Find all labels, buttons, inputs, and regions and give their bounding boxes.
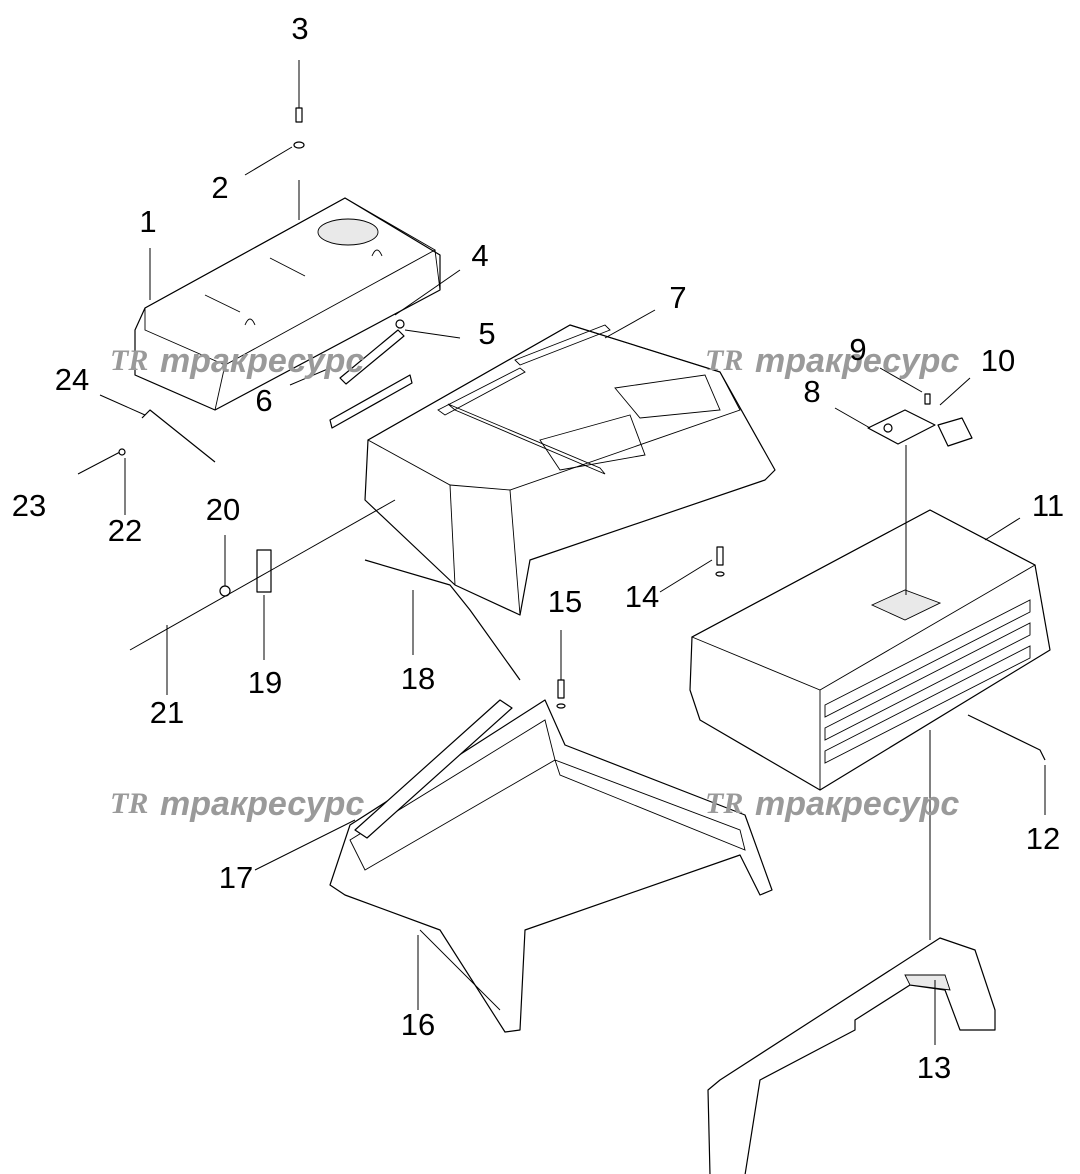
part-12-rod xyxy=(967,714,1046,761)
watermark-logo: TR xyxy=(110,787,148,820)
watermark-1: TR тракресурс xyxy=(110,342,364,380)
watermark-text: тракресурс xyxy=(755,342,959,380)
callout-20: 20 xyxy=(206,492,240,527)
callout-8: 8 xyxy=(803,374,820,409)
callout-5: 5 xyxy=(478,316,495,351)
watermark-2: TR тракресурс xyxy=(705,342,959,380)
callout-1: 1 xyxy=(139,204,156,239)
callout-23: 23 xyxy=(12,488,46,523)
callout-13: 13 xyxy=(917,1050,951,1085)
callout-10: 10 xyxy=(981,343,1015,378)
grille-slots xyxy=(824,599,1031,764)
watermark-logo: TR xyxy=(705,344,743,377)
callout-24: 24 xyxy=(55,362,89,397)
callout-7: 7 xyxy=(669,280,686,315)
callout-21: 21 xyxy=(150,695,184,730)
callout-9: 9 xyxy=(849,332,866,367)
watermark-3: TR тракресурс xyxy=(110,785,364,823)
callout-16: 16 xyxy=(401,1007,435,1042)
part-1-rear-cover xyxy=(134,197,441,411)
part-5-stay-rod xyxy=(339,319,405,385)
part-14-bolt xyxy=(715,546,725,577)
watermark-text: тракресурс xyxy=(160,342,364,380)
callout-2: 2 xyxy=(211,170,228,205)
callout-11: 11 xyxy=(1032,488,1064,523)
part-19-latch xyxy=(256,549,272,593)
part-7-main-hood xyxy=(364,324,776,616)
leader-lines xyxy=(99,146,1046,1045)
part-8-access-plate xyxy=(867,409,936,445)
part-17-strip xyxy=(354,699,513,839)
watermark-4: TR тракресурс xyxy=(705,785,959,823)
callout-22: 22 xyxy=(108,513,142,548)
watermark-logo: TR xyxy=(110,344,148,377)
part-3-bolt xyxy=(295,60,303,123)
callout-17: 17 xyxy=(219,860,253,895)
part-13-side-panel xyxy=(707,937,996,1174)
part-10-hinge xyxy=(937,417,973,447)
watermark-text: тракресурс xyxy=(160,785,364,823)
callout-3: 3 xyxy=(291,11,308,46)
callout-4: 4 xyxy=(471,238,488,273)
part-23-screw xyxy=(77,448,126,475)
part-9-screw xyxy=(924,393,931,405)
callout-14: 14 xyxy=(625,579,659,614)
callout-numbers: 1 2 3 4 5 6 7 8 9 10 11 12 13 14 15 16 1… xyxy=(12,11,1064,1085)
part-24-pin xyxy=(141,409,216,463)
callout-15: 15 xyxy=(548,584,582,619)
part-11-grille-hood xyxy=(689,509,1051,791)
callout-19: 19 xyxy=(248,665,282,700)
part-2-washer xyxy=(293,141,305,220)
part-18-release-rod xyxy=(364,559,521,681)
callout-12: 12 xyxy=(1026,821,1060,856)
watermark-logo: TR xyxy=(705,787,743,820)
part-21-bolt xyxy=(129,499,396,651)
part-6-bracket xyxy=(329,374,413,429)
part-15-bolt xyxy=(556,630,566,709)
watermark-text: тракресурс xyxy=(755,785,959,823)
callout-18: 18 xyxy=(401,661,435,696)
part-16-frame xyxy=(329,699,773,1033)
callout-6: 6 xyxy=(255,383,272,418)
